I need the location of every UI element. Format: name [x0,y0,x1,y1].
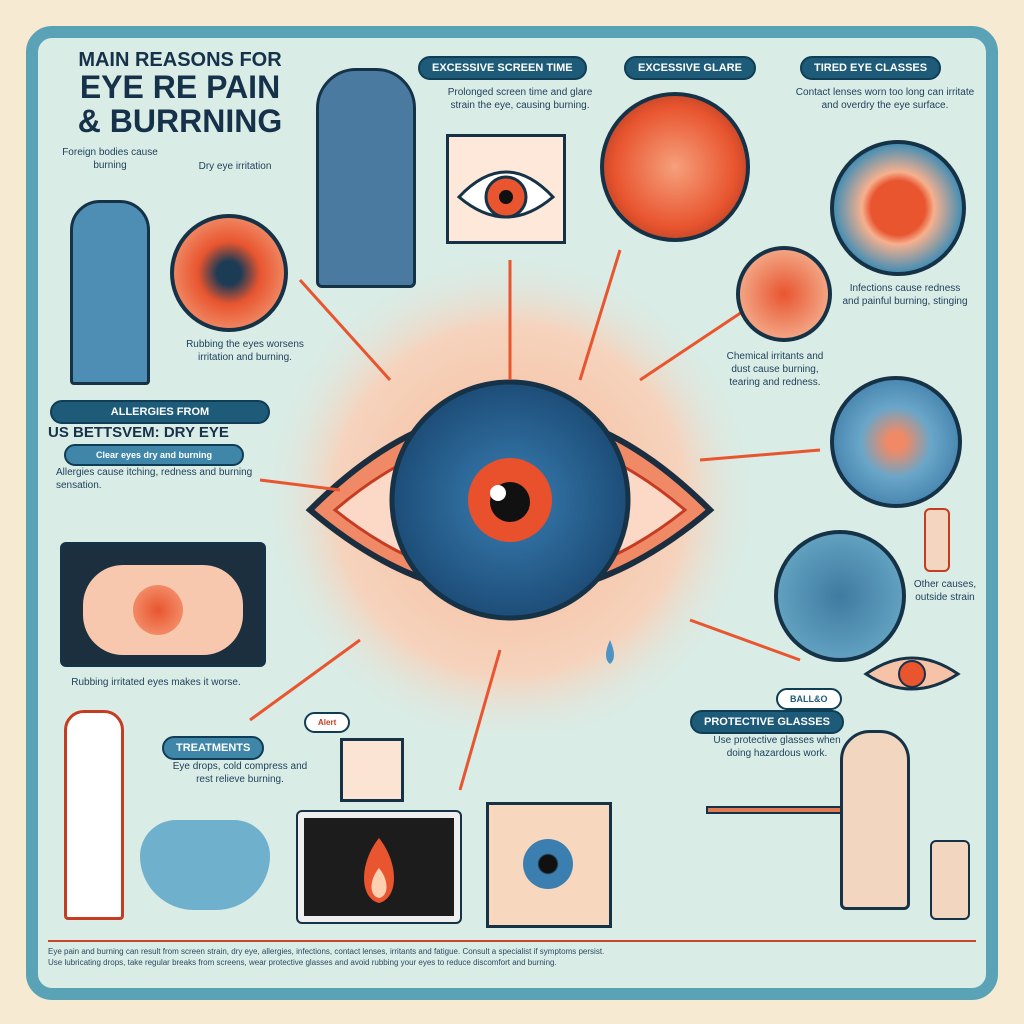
dry-eye-note: Dry eye irritation [198,161,272,172]
infection-magnifier [736,246,832,342]
goggles-illustration [140,820,270,910]
contact-lens-illustration [830,140,966,276]
eye-highlight [490,485,506,501]
allergy-subheading: US BETTSVEM: DRY EYE [48,424,229,441]
man-with-glasses-figure [316,68,416,288]
allergy-pill: Clear eyes dry and burning [64,444,244,466]
footer-text: Eye pain and burning can result from scr… [48,940,976,968]
eye-closeup-panel [446,134,566,244]
screen-body: Prolonged screen time and glare strain t… [447,87,593,111]
eye-exam-panel [486,802,612,928]
page-title: MAIN REASONS FOR EYE RE PAIN & BURRNING [77,49,283,139]
lenses-body: Contact lenses worn too long can irritat… [795,87,975,111]
medicine-bottle [930,840,970,920]
monitor-with-flame [296,810,462,924]
red-eye-icon [863,656,961,691]
rubbing-note: Rubbing the eyes worsens irritation and … [186,339,304,363]
hand-rubbing-eye-panel [60,542,266,667]
face-touch-circle [774,530,906,662]
protective-heading: PROTECTIVE GLASSES [690,710,844,734]
person-figure [70,200,150,385]
central-eye-illustration [260,250,760,730]
doctor-figure [64,710,124,920]
lower-left-note: Rubbing irritated eyes makes it worse. [71,677,241,688]
eyelid-icon-panel [340,738,404,802]
eye-drop-application-circle [830,376,962,508]
allergy-body: Allergies cause itching, redness and bur… [56,467,253,491]
treatments-heading: TREATMENTS [162,736,265,760]
infection-note: Infections cause redness and painful bur… [842,283,968,307]
glare-illustration [600,92,750,242]
desk [706,806,856,814]
protective-body: Use protective glasses when doing hazard… [713,735,841,759]
eye-drop-bottle [924,508,950,572]
allergy-heading: ALLERGIES FROM [50,400,270,424]
irritant-note: Chemical irritants and dust cause burnin… [726,351,824,388]
eye-close-circle [170,214,288,332]
treatments-body: Eye drops, cold compress and rest reliev… [172,761,308,785]
foreign-body-note: Foreign bodies cause burning [62,147,158,171]
glare-heading: EXCESSIVE GLARE [624,56,756,80]
alert-tag: Alert [304,712,351,733]
lenses-heading: TIRED EYE CLASSES [800,56,942,80]
person-at-computer [840,730,910,910]
tear-drop-icon [606,640,614,664]
protective-tag: BALL&O [776,688,842,710]
other-causes-note: Other causes, outside strain [913,579,977,603]
screen-heading: EXCESSIVE SCREEN TIME [418,56,587,80]
